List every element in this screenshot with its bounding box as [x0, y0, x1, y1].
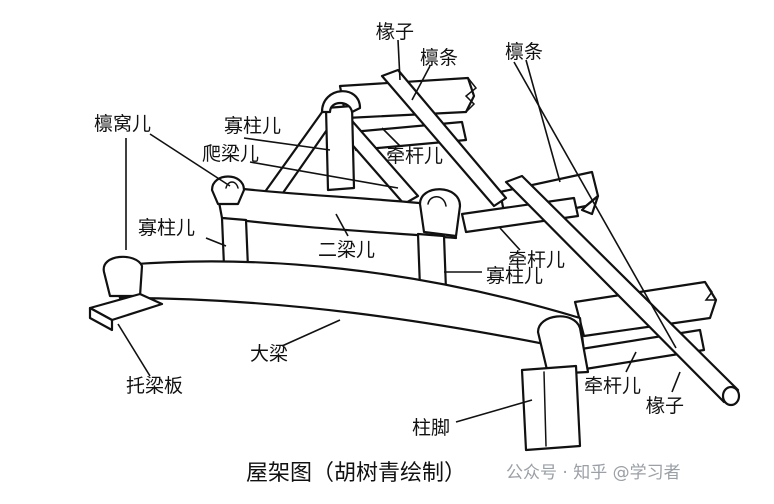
- column-foot: [520, 364, 582, 452]
- label-tie-lower: 牵杆儿: [584, 375, 641, 397]
- label-post-left: 寡柱儿: [138, 217, 195, 239]
- purlin-nest-right: [427, 196, 447, 207]
- leader-tie-upper: [381, 127, 401, 147]
- label-rafter-top: 椽子: [376, 21, 414, 43]
- leader-purlin-top: [411, 65, 431, 101]
- leader-tie-lower: [625, 351, 637, 373]
- leader-post-upper: [243, 137, 331, 151]
- leader-main-beam: [281, 319, 341, 347]
- purlin-nest-left: [225, 181, 239, 189]
- structure-drawing: [88, 68, 741, 452]
- label-post-upper: 寡柱儿: [224, 115, 281, 137]
- leader-post-left: [205, 237, 227, 247]
- leader-column-foot: [455, 399, 533, 423]
- label-purlin-right: 檩条: [505, 41, 543, 63]
- label-second-beam: 二梁儿: [318, 239, 375, 261]
- labels: 椽子 檩条 檩条 檩窝儿 寡柱儿 爬梁儿 牵杆儿 寡柱儿 二梁儿 牵杆儿 寡柱儿…: [94, 21, 684, 439]
- leader-beam-pad: [117, 323, 151, 377]
- second-beam-right-cap: [418, 188, 462, 238]
- leader-lines: [117, 39, 681, 423]
- label-tie-upper: 牵杆儿: [386, 145, 443, 167]
- purlin-right-end: [580, 194, 600, 216]
- purlin-lower-right-end: [704, 281, 717, 301]
- second-beam: [214, 184, 458, 240]
- beam-pad-side: [88, 306, 114, 332]
- leader-second-beam: [335, 213, 349, 237]
- label-climbing-beam: 爬梁儿: [202, 143, 259, 165]
- label-main-beam: 大梁: [250, 343, 288, 365]
- purlin-top-end: [464, 77, 478, 113]
- rafter-upper: [380, 68, 508, 208]
- main-beam-right-end: [536, 315, 590, 376]
- rafter-lower-end: [721, 385, 741, 407]
- leader-tie-middle: [499, 227, 521, 251]
- leader-rafter-top: [397, 39, 401, 81]
- label-column-foot: 柱脚: [412, 417, 450, 439]
- leader-purlin-nest: [149, 133, 231, 187]
- leader-rafter-right-long: [513, 61, 677, 349]
- post-ridge-cap: [320, 90, 362, 114]
- main-beam-left-end: [102, 255, 144, 298]
- label-post-right: 寡柱儿: [486, 265, 543, 287]
- watermark-text: 公众号 · 知乎 @学习者: [506, 463, 681, 483]
- column-foot-edge: [543, 371, 547, 447]
- leader-purlin-right: [525, 59, 561, 183]
- post-ridge: [324, 104, 356, 192]
- label-purlin-top: 檩条: [420, 47, 458, 69]
- diagram-caption: 屋架图（胡树青绘制）: [246, 461, 466, 486]
- label-purlin-nest: 檩窝儿: [94, 113, 151, 135]
- label-beam-pad: 托梁板: [126, 375, 183, 397]
- leader-rafter-bottom: [671, 371, 681, 393]
- label-rafter-bottom: 椽子: [646, 395, 684, 417]
- leader-climbing-beam: [249, 161, 399, 189]
- second-beam-left-cap: [210, 175, 246, 206]
- label-tie-middle: 牵杆儿: [508, 249, 565, 271]
